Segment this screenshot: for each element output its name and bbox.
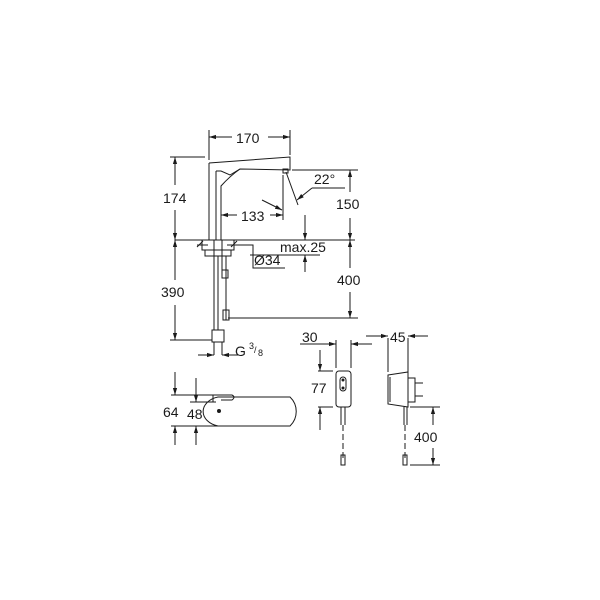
psu-front-view: [300, 340, 372, 466]
dim-150: [292, 169, 358, 240]
dim-174: [170, 156, 205, 240]
label-400-cable: 400: [414, 429, 438, 445]
label-max25: max.25: [280, 239, 326, 255]
dim-deck-thickness: [250, 215, 320, 272]
label-170: 170: [236, 130, 260, 146]
label-48: 48: [187, 406, 203, 422]
label-77: 77: [311, 380, 327, 396]
label-45: 45: [390, 329, 406, 345]
dim-170: [208, 130, 291, 160]
label-150: 150: [336, 196, 360, 212]
label-174: 174: [163, 190, 187, 206]
label-thread-num: 3: [249, 341, 254, 351]
label-133: 133: [241, 208, 265, 224]
faucet-top-view: [171, 372, 297, 445]
label-thread-slash: /: [254, 345, 257, 355]
dim-angle-22: [261, 171, 345, 211]
label-390: 390: [161, 284, 185, 300]
psu-side-view: [366, 333, 440, 466]
dim-390: [170, 240, 212, 341]
label-400-hose: 400: [337, 272, 361, 288]
label-22-degrees: 22°: [314, 171, 335, 187]
faucet-side-view: [175, 156, 355, 355]
label-thread-den: 8: [258, 348, 263, 358]
dim-133: [220, 175, 284, 228]
dim-400-hose: [228, 240, 358, 319]
dim-diameter-34: [234, 244, 285, 269]
label-64: 64: [163, 404, 179, 420]
label-diameter-34: Ø34: [254, 252, 281, 268]
label-thread-g: G: [235, 343, 246, 359]
label-30: 30: [302, 329, 318, 345]
